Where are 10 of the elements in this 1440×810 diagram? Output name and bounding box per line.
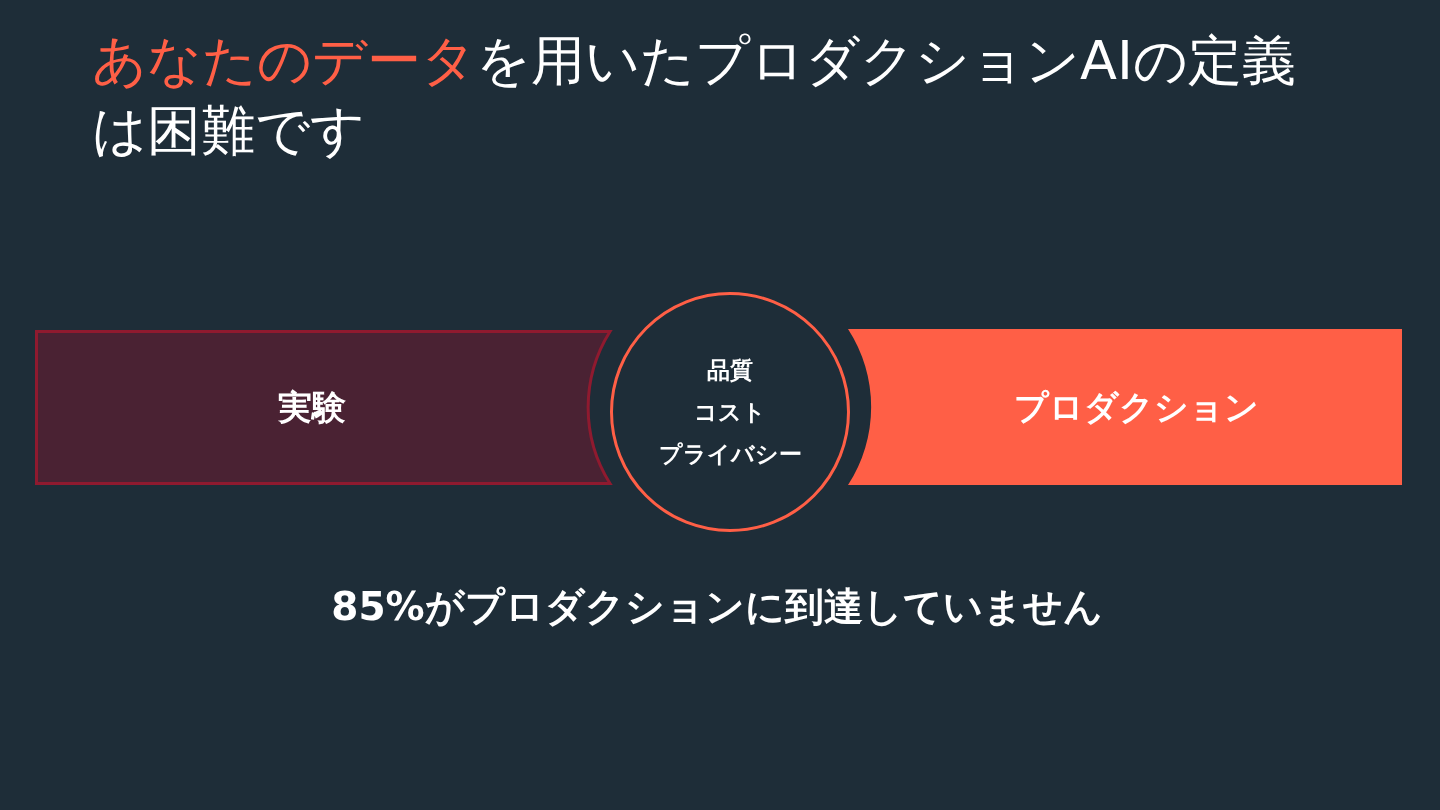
stage-band bbox=[848, 329, 1402, 485]
factor-circle bbox=[610, 292, 850, 532]
factor-label: プライバシー bbox=[658, 440, 802, 469]
stage-band bbox=[35, 330, 611, 485]
factor-label: 品質 bbox=[707, 356, 753, 385]
summary-text: 85%がプロダクションに到達していません bbox=[331, 583, 1103, 631]
factor-label: コスト bbox=[694, 398, 766, 427]
slide-title: あなたのデータを用いたプロダクションAIの定義は困難です bbox=[92, 28, 1297, 164]
stage-label: 実験 bbox=[278, 386, 346, 430]
stage-label: プロダクション bbox=[1013, 385, 1259, 429]
